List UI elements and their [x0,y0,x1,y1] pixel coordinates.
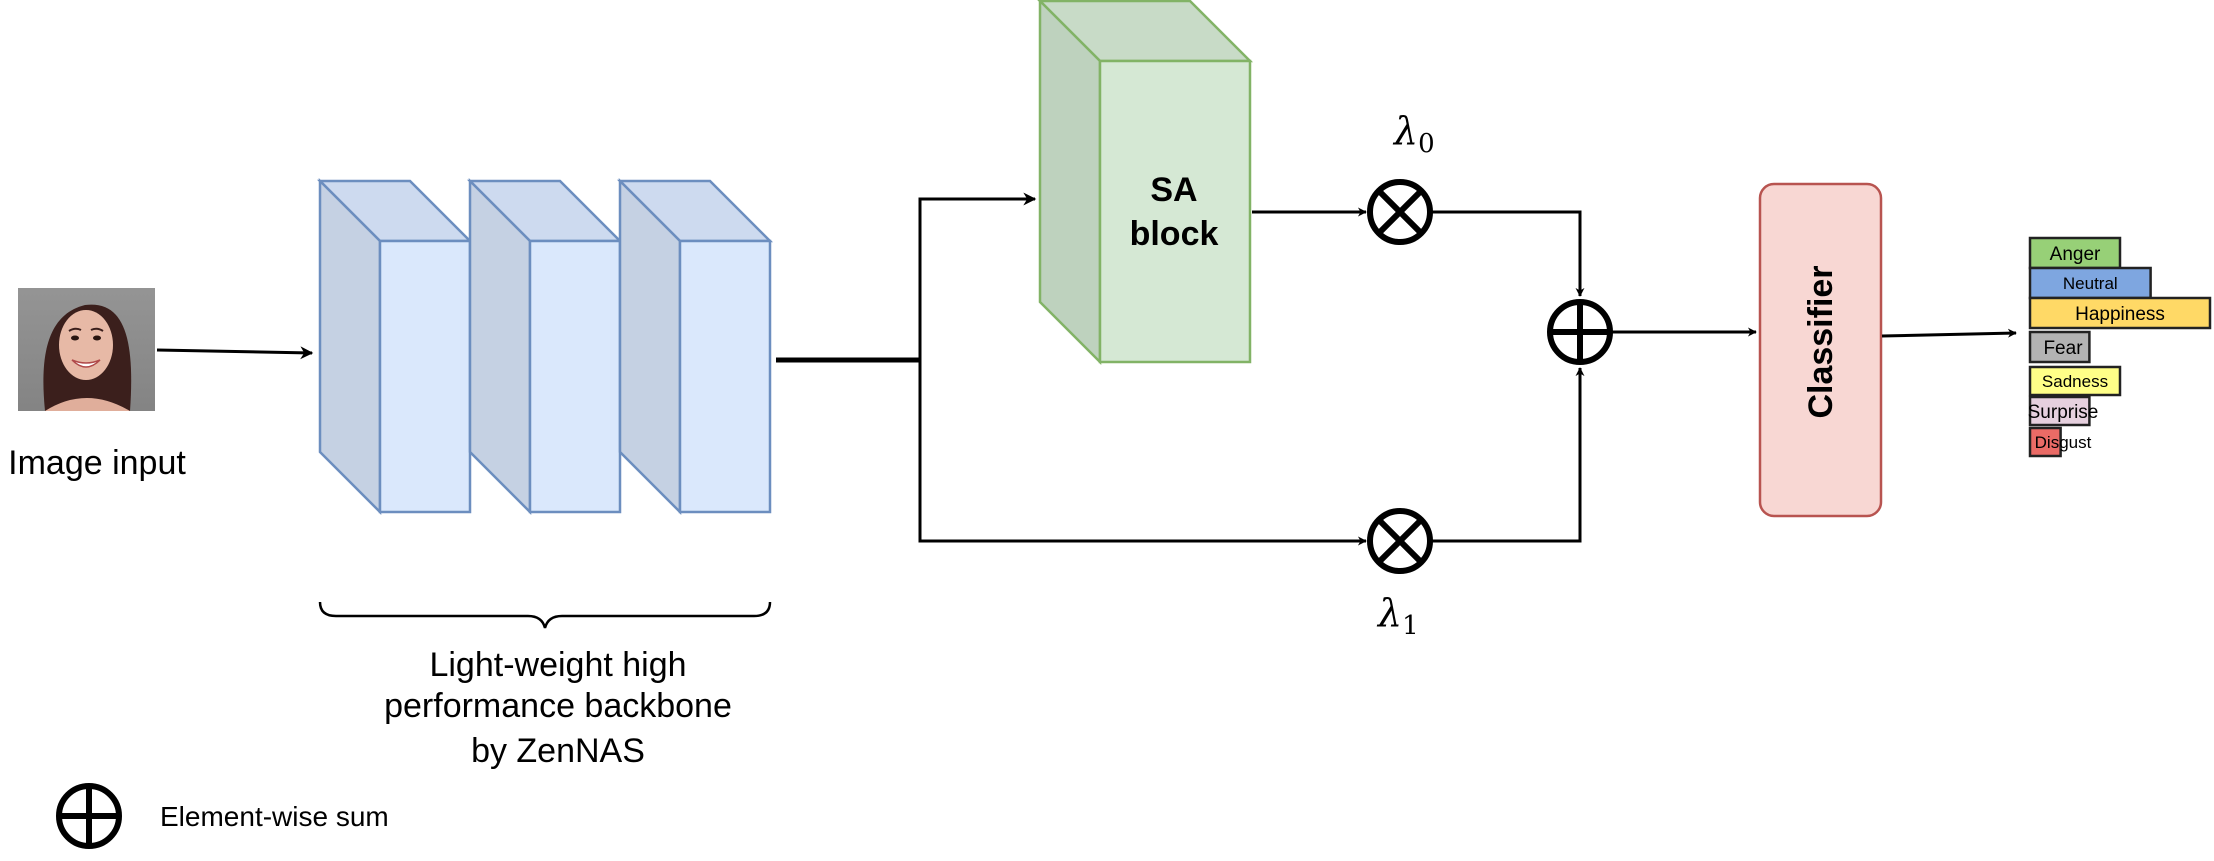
backbone-caption-line-3: by ZenNAS [471,732,645,770]
legend-sum-icon [56,783,122,849]
emotion-bar-surprise [2028,395,2091,427]
backbone-block-3 [616,177,774,516]
backbone-brace [318,601,772,629]
arrow-classifier-to-output [1881,328,2017,338]
input-label: Image input [8,444,186,482]
backbone-block-1 [316,177,474,516]
emotion-bar-fear [2028,330,2091,364]
emotion-label-surprise: Surprise [2028,402,2099,423]
arrow-input-to-backbone [156,346,314,360]
emotion-label-fear: Fear [2043,338,2083,359]
emotion-output-bars: AngerNeutralHappinessFearSadnessSurprise… [2028,236,2212,458]
sa-block-label-line-2: block [1130,215,1219,253]
emotion-bar-happiness [2028,296,2212,330]
emotion-label-neutral: Neutral [2063,274,2118,293]
arrow-lambda0-to-sum [1432,210,1585,297]
face-image [18,288,155,411]
backbone-block-2 [466,177,624,516]
backbone-caption-line-2: performance backbone [384,687,732,725]
lambda1-label: λ1 [1376,591,1419,641]
arrow-to-sa-block [918,192,1037,360]
arrow-to-lambda1-multiplier [918,360,1367,546]
classifier-label: Classifier [1802,265,1840,418]
lambda0-label: λ0 [1392,109,1435,159]
sa-block: SA block [1037,0,1254,366]
multiply-icon-lambda1 [1367,508,1433,574]
emotion-label-happiness: Happiness [2075,304,2165,325]
emotion-bar-sadness [2028,365,2122,397]
backbone-caption-line-1: Light-weight high [429,646,686,684]
multiply-icon-lambda0 [1367,179,1433,245]
emotion-label-disgust: Disgust [2035,433,2092,452]
emotion-bar-anger [2028,236,2122,270]
sum-icon [1547,299,1613,365]
classifier-box [1758,182,1883,518]
emotion-label-sadness: Sadness [2042,372,2108,391]
sa-block-label-line-1: SA [1150,171,1197,209]
emotion-bar-neutral [2028,266,2152,300]
arrow-lambda1-to-sum [1432,367,1585,543]
legend-label: Element-wise sum [160,801,389,832]
emotion-bar-disgust [2028,426,2062,458]
emotion-label-anger: Anger [2050,244,2101,265]
